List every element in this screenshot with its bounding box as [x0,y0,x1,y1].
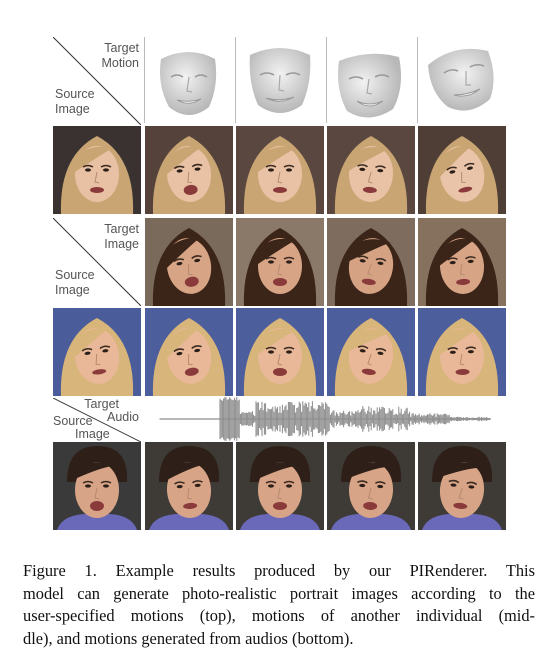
header-cell-top: Target Motion Source Image [53,37,141,125]
source-image [53,126,141,214]
result-image [236,126,324,214]
caption-line: dle), and motions generated from audios … [23,628,535,651]
target-image [145,218,233,306]
target-label: Target [104,222,139,236]
result-image [327,126,415,214]
source-image [53,308,141,396]
image-label: Image [104,237,139,251]
motion-mesh-1 [145,37,233,125]
target-image [327,218,415,306]
caption-line: model can generate photo-realistic portr… [23,583,535,606]
source-label: Source [53,414,93,428]
source-image [53,442,141,530]
target-image [418,218,506,306]
target-image [236,218,324,306]
image-label: Image [55,102,90,116]
figure-caption: Figure 1. Example results produced by ou… [23,560,535,650]
image-label: Image [75,427,110,441]
source-label: Source [55,268,95,282]
result-image [418,126,506,214]
image-label: Image [55,283,90,297]
audio-waveform [150,396,500,442]
audio-label: Audio [107,410,139,424]
result-image [418,308,506,396]
result-image [327,442,415,530]
caption-line: Figure 1. Example results produced by ou… [23,560,535,583]
source-label: Source [55,87,95,101]
target-label: Target [84,397,119,411]
motion-mesh-3 [327,37,415,125]
result-image [418,442,506,530]
result-image [145,308,233,396]
result-image [145,442,233,530]
result-image [145,126,233,214]
header-cell-bottom: Target Audio Source Image [53,398,141,442]
motion-mesh-4 [418,37,506,125]
result-image [236,442,324,530]
caption-line: user-specified motions (top), motions of… [23,605,535,628]
motion-label: Motion [101,56,139,70]
header-cell-middle: Target Image Source Image [53,218,141,306]
result-image [327,308,415,396]
target-label: Target [104,41,139,55]
result-image [236,308,324,396]
motion-mesh-2 [236,37,324,125]
